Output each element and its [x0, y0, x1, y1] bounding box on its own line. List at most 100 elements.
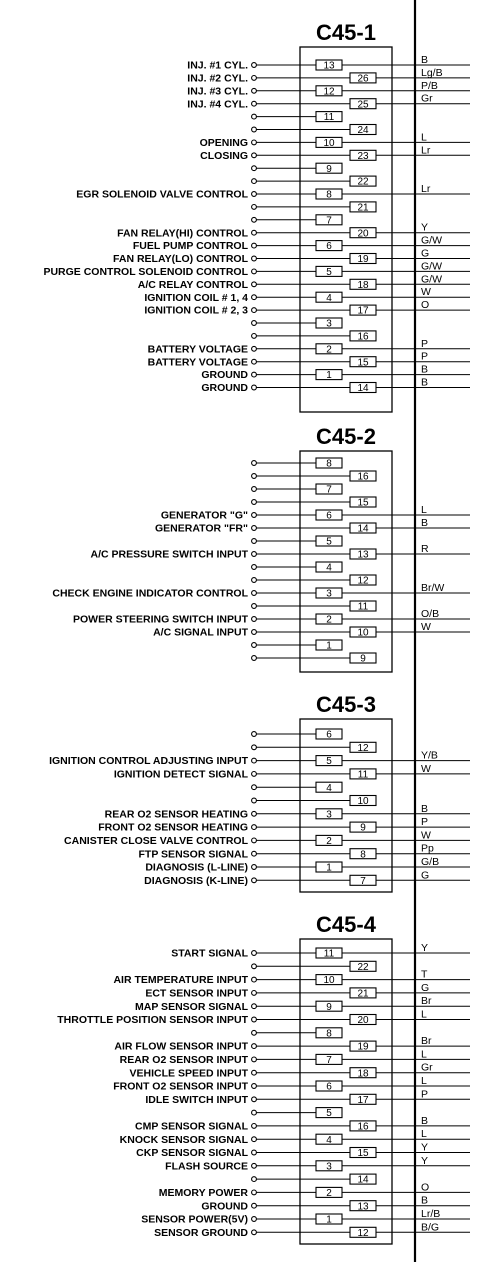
pin-cavity-box: [349, 496, 377, 508]
pin-number: 5: [326, 1108, 332, 1119]
pin-number: 12: [357, 743, 369, 754]
pin-number: 21: [357, 989, 369, 1000]
wire-color-code: G: [421, 869, 429, 881]
pin-function-label: DIAGNOSIS (K-LINE): [144, 875, 248, 887]
pin-cavity-box: [315, 162, 343, 174]
pin-terminal-circle: [251, 877, 257, 884]
pin-function-label: MAP SENSOR SIGNAL: [135, 1001, 249, 1013]
pin-terminal-circle: [251, 850, 257, 857]
pin-number: 20: [357, 1015, 369, 1026]
wire-color-code: Lg/B: [421, 67, 443, 79]
pin-c45-1-11: 11: [251, 111, 343, 123]
wire-color-code: B: [421, 377, 428, 389]
pin-terminal-circle: [251, 577, 257, 583]
pin-terminal-circle: [251, 126, 257, 133]
pin-terminal-circle: [251, 191, 257, 197]
pin-number: 3: [326, 809, 332, 820]
pin-number: 15: [357, 357, 369, 368]
pin-terminal-circle: [251, 989, 257, 996]
pin-terminal-circle: [251, 616, 257, 622]
pin-function-label: CKP SENSOR SIGNAL: [136, 1147, 248, 1159]
pin-number: 13: [357, 1201, 369, 1212]
wire-color-code: W: [421, 763, 431, 775]
pin-number: 11: [358, 770, 369, 781]
pin-terminal-circle: [251, 473, 257, 479]
pin-cavity-box: [349, 123, 377, 136]
pin-number: 9: [326, 164, 332, 175]
pin-number: 14: [357, 383, 369, 394]
pin-number: 4: [326, 783, 332, 794]
connector-outline: [299, 450, 393, 673]
pin-terminal-circle: [251, 963, 257, 970]
pin-function-label: OPENING: [200, 137, 248, 149]
connector-outline: [299, 938, 393, 1245]
pin-number: 6: [326, 730, 332, 741]
pin-number: 7: [326, 215, 332, 226]
pin-terminal-circle: [251, 744, 257, 751]
pin-cavity-box: [349, 1173, 377, 1185]
pin-terminal-circle: [251, 655, 257, 661]
pin-number: 12: [357, 1228, 369, 1239]
pin-cavity-box: [349, 741, 377, 753]
pin-terminal-circle: [251, 1109, 257, 1116]
pin-number: 21: [357, 203, 369, 214]
pin-terminal-circle: [251, 784, 257, 791]
wire-color-code: O/B: [421, 608, 439, 620]
pin-number: 17: [357, 306, 369, 317]
pin-terminal-circle: [251, 499, 257, 505]
pin-function-label: INJ. #2 CYL.: [187, 73, 248, 85]
pin-function-label: FRONT O2 SENSOR HEATING: [98, 822, 248, 834]
pin-terminal-circle: [251, 770, 257, 777]
pin-number: 6: [326, 511, 332, 522]
pin-number: 5: [326, 267, 332, 278]
pin-terminal-circle: [251, 1029, 257, 1036]
pin-terminal-circle: [251, 1176, 257, 1183]
pin-number: 10: [323, 138, 335, 149]
pin-terminal-circle: [251, 486, 257, 492]
pin-function-label: IGNITION DETECT SIGNAL: [114, 769, 249, 781]
pin-c45-2-12: 12: [251, 574, 377, 587]
pin-terminal-circle: [251, 1016, 257, 1023]
wire-color-code: O: [421, 299, 429, 311]
pin-number: 17: [357, 1095, 369, 1106]
pin-function-label: FTP SENSOR SIGNAL: [139, 848, 249, 860]
wire-color-code: Y/B: [421, 750, 438, 762]
pin-function-label: FLASH SOURCE: [165, 1160, 248, 1172]
pin-function-label: INJ. #4 CYL.: [187, 98, 248, 110]
wire-color-code: Br/W: [421, 582, 444, 594]
pin-terminal-circle: [251, 1069, 257, 1076]
pin-function-label: CANISTER CLOSE VALVE CONTROL: [64, 835, 249, 847]
wire-color-code: Y: [421, 1142, 428, 1154]
pin-function-label: EGR SOLENOID VALVE CONTROL: [76, 189, 248, 201]
pin-cavity-box: [349, 175, 377, 187]
pin-number: 13: [357, 550, 369, 561]
wire-color-code: B: [421, 1115, 428, 1127]
pin-terminal-circle: [251, 642, 257, 648]
connector-title: C45-4: [316, 912, 377, 937]
pin-number: 10: [323, 975, 335, 986]
pin-c45-2-1: 1: [251, 639, 343, 652]
wire-color-code: Lr: [421, 144, 431, 156]
pin-terminal-circle: [251, 384, 257, 391]
wire-color-code: W: [421, 621, 431, 633]
pin-terminal-circle: [251, 320, 257, 326]
pin-c45-1-7: 7: [251, 214, 343, 226]
pin-function-label: START SIGNAL: [171, 948, 248, 960]
wire-color-code: W: [421, 829, 431, 841]
wire-color-code: P: [421, 351, 428, 363]
pin-terminal-circle: [251, 810, 257, 817]
